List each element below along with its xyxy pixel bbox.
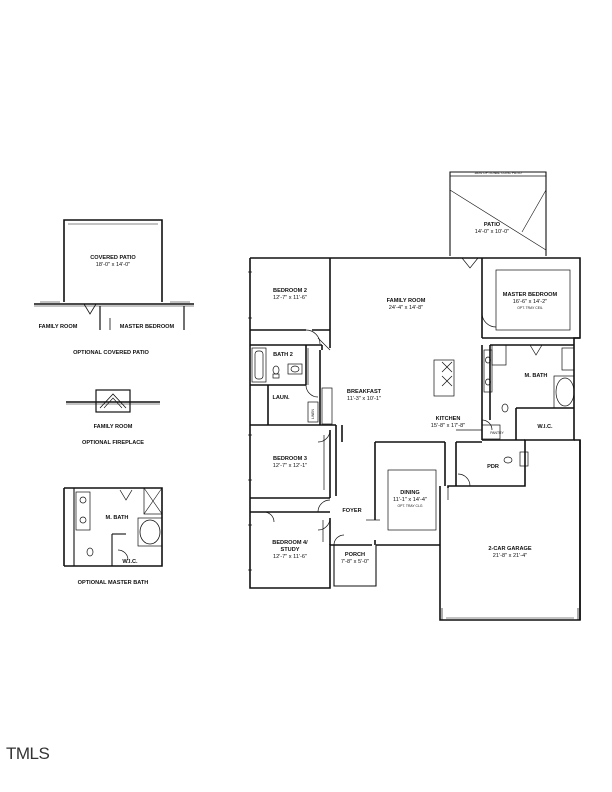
foyer-label: FOYER xyxy=(342,508,361,514)
patio-dims: 14'-0" x 10'-0" xyxy=(475,229,509,235)
master-bedroom-note: OPT. TRAY CEIL xyxy=(517,306,543,310)
covered-patio-label: COVERED PATIO xyxy=(90,255,136,261)
bedroom2-label: BEDROOM 2 xyxy=(273,288,307,294)
breakfast-label: BREAKFAST xyxy=(347,389,382,395)
bedroom4-dims: 12'-7" x 11'-6" xyxy=(273,554,307,560)
linen-label: LINEN xyxy=(311,408,315,419)
optional-master-bath-detail xyxy=(63,487,163,567)
fireplace-family-room-label: FAMILY ROOM xyxy=(94,424,133,430)
optional-fireplace-labels: FAMILY ROOM OPTIONAL FIREPLACE xyxy=(82,424,144,446)
dining-dims: 11'-1" x 14'-4" xyxy=(393,497,427,503)
breakfast-dims: 11'-3" x 10'-1" xyxy=(347,396,381,402)
family-room-label: FAMILY ROOM xyxy=(387,298,426,304)
dining-label: DINING xyxy=(400,490,420,496)
patio-label: PATIO xyxy=(484,222,501,228)
family-room-dims: 24'-4" x 14'-8" xyxy=(389,305,423,311)
optional-fireplace-detail xyxy=(66,389,160,413)
bedroom4-label: BEDROOM 4/ xyxy=(272,540,308,546)
garage-label: 2-CAR GARAGE xyxy=(488,546,531,552)
master-bedroom-dims: 16'-6" x 14'-2" xyxy=(513,299,547,305)
garage-dims: 21'-8" x 21'-4" xyxy=(493,553,527,559)
covered-patio-dims: 18'-0" x 14'-0" xyxy=(96,262,130,268)
bedroom3-dims: 12'-7" x 12'-1" xyxy=(273,463,307,469)
bedroom2-dims: 12'-7" x 11'-6" xyxy=(273,295,307,301)
wic-label: W.I.C. xyxy=(537,424,553,430)
opt-m-bath-label: M. BATH xyxy=(106,515,129,521)
pantry-label: PANTRY xyxy=(490,431,504,435)
porch-label: PORCH xyxy=(345,552,365,558)
optional-covered-patio-labels: COVERED PATIO 18'-0" x 14'-0" FAMILY ROO… xyxy=(39,255,175,356)
opt-family-room-label: FAMILY ROOM xyxy=(39,324,78,330)
tmls-watermark: TMLS xyxy=(6,744,50,763)
bath2-label: BATH 2 xyxy=(273,352,293,358)
dining-note: OPT. TRAY CLG xyxy=(397,504,422,508)
optional-covered-patio-detail xyxy=(34,219,194,330)
opt-wic-label: W.I.C. xyxy=(122,559,138,565)
master-bedroom-label: MASTER BEDROOM xyxy=(503,292,558,298)
porch-dims: 7'-8" x 5'-0" xyxy=(341,559,369,565)
patio-option-label: 18X6 OPTIONAL CONC PATIO xyxy=(474,171,522,175)
main-plan-labels: 18X6 OPTIONAL CONC PATIO PATIO 14'-0" x … xyxy=(272,171,557,565)
kitchen-label: KITCHEN xyxy=(436,416,461,422)
pdr-label: PDR xyxy=(487,464,499,470)
opt-master-bedroom-label: MASTER BEDROOM xyxy=(120,324,175,330)
optional-fireplace-caption: OPTIONAL FIREPLACE xyxy=(82,440,144,446)
optional-master-bath-caption: OPTIONAL MASTER BATH xyxy=(78,580,149,586)
bedroom3-label: BEDROOM 3 xyxy=(273,456,307,462)
optional-master-bath-labels: M. BATH W.I.C. OPTIONAL MASTER BATH xyxy=(78,515,149,586)
bedroom4-label-2: STUDY xyxy=(281,547,300,553)
main-plan-details xyxy=(248,257,579,620)
main-plan-walls xyxy=(249,171,581,621)
kitchen-dims: 15'-8" x 17'-8" xyxy=(431,423,465,429)
m-bath-label: M. BATH xyxy=(525,373,548,379)
optional-covered-patio-caption: OPTIONAL COVERED PATIO xyxy=(73,350,149,356)
laundry-label: LAUN. xyxy=(272,395,290,401)
